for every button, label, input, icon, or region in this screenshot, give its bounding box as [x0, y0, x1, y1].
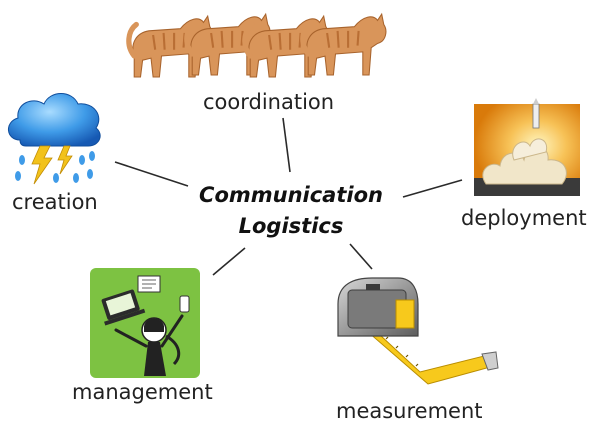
node-label-measurement: measurement [336, 399, 483, 423]
connector-deployment [402, 179, 463, 198]
center-title: Communication Logistics [176, 180, 406, 242]
connector-coordination [282, 117, 291, 173]
cats-icon [129, 14, 386, 77]
connector-measurement [349, 243, 373, 270]
center-title-line1: Communication [199, 183, 383, 207]
node-label-management: management [72, 380, 213, 404]
rocket-launch-icon [474, 98, 580, 196]
node-label-deployment: deployment [461, 206, 587, 230]
node-label-creation: creation [12, 190, 98, 214]
connector-management [212, 247, 246, 276]
node-label-coordination: coordination [203, 90, 335, 114]
juggling-person-icon [90, 268, 200, 378]
connector-creation [114, 161, 189, 187]
storm-cloud-icon [8, 93, 101, 185]
center-title-line2: Logistics [238, 214, 344, 238]
tape-measure-icon [337, 277, 499, 385]
